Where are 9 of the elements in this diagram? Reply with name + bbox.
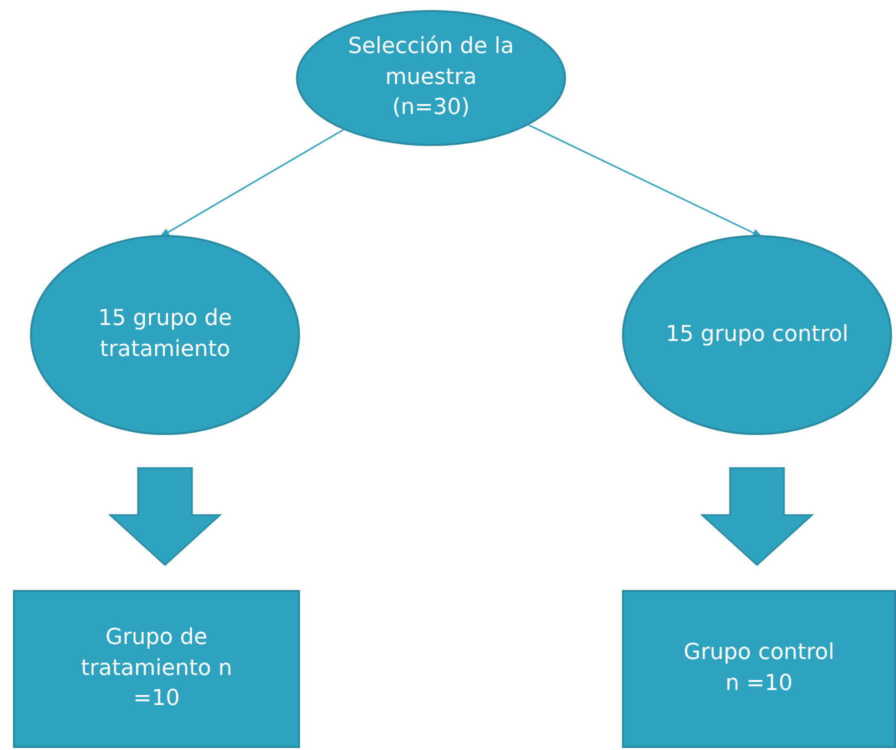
arrow (528, 124, 763, 238)
arrow (159, 129, 344, 238)
ellipse-node: 15 grupo de tratamiento (30, 235, 300, 435)
block-arrow (700, 467, 814, 566)
ellipse-node: 15 grupo control (622, 235, 892, 435)
process-box: Grupo control n =10 (622, 590, 896, 748)
block-arrow (108, 467, 222, 566)
ellipse-node: Selección de la muestra (n=30) (296, 10, 566, 146)
process-box: Grupo de tratamiento n =10 (13, 590, 300, 748)
